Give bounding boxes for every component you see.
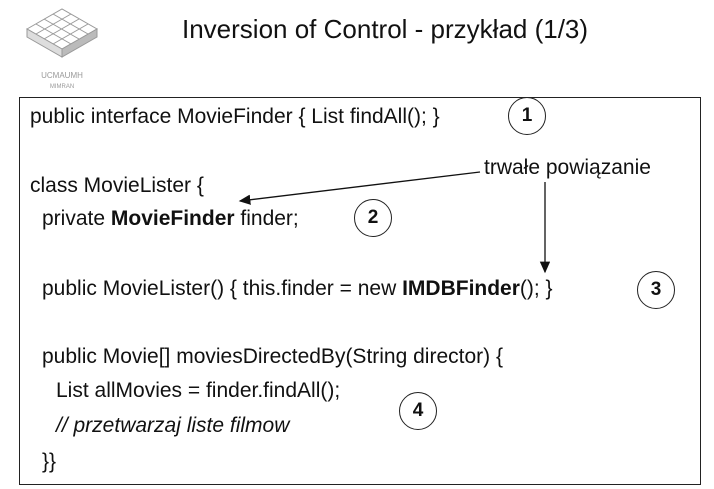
arrow-to-field <box>238 171 481 205</box>
code-line-findall: List allMovies = finder.findAll(); <box>56 379 341 402</box>
code-text: (); } <box>519 277 553 300</box>
code-text: finder; <box>234 207 299 230</box>
code-line-method: public Movie[] moviesDirectedBy(String d… <box>42 345 503 368</box>
code-bold: MovieFinder <box>110 207 235 230</box>
code-line-interface: public interface MovieFinder { List find… <box>30 105 440 128</box>
annotation-label: trwałe powiązanie <box>484 156 651 179</box>
logo-text-1: UCMAUMH <box>41 71 83 80</box>
slide-title: Inversion of Control - przykład (1/3) <box>182 14 589 44</box>
code-line-class: class MovieLister { <box>30 174 204 197</box>
marker-3: 3 <box>637 271 675 309</box>
code-line-close: }} <box>42 450 57 473</box>
code-line-field: private MovieFinder finder; <box>42 206 299 232</box>
code-bold: IMDBFinder <box>402 277 520 300</box>
code-box <box>19 97 701 485</box>
code-line-comment: // przetwarzaj liste filmow <box>56 414 290 437</box>
code-text: public MovieLister() { this.finder = new <box>42 277 403 300</box>
logo: UCMAUMH MIMRAN <box>22 4 102 94</box>
logo-text-2: MIMRAN <box>50 84 74 90</box>
marker-2: 2 <box>354 199 392 237</box>
marker-4: 4 <box>399 392 437 430</box>
marker-1: 1 <box>508 97 546 135</box>
code-text: private <box>42 207 111 230</box>
code-line-constructor: public MovieLister() { this.finder = new… <box>42 276 553 302</box>
